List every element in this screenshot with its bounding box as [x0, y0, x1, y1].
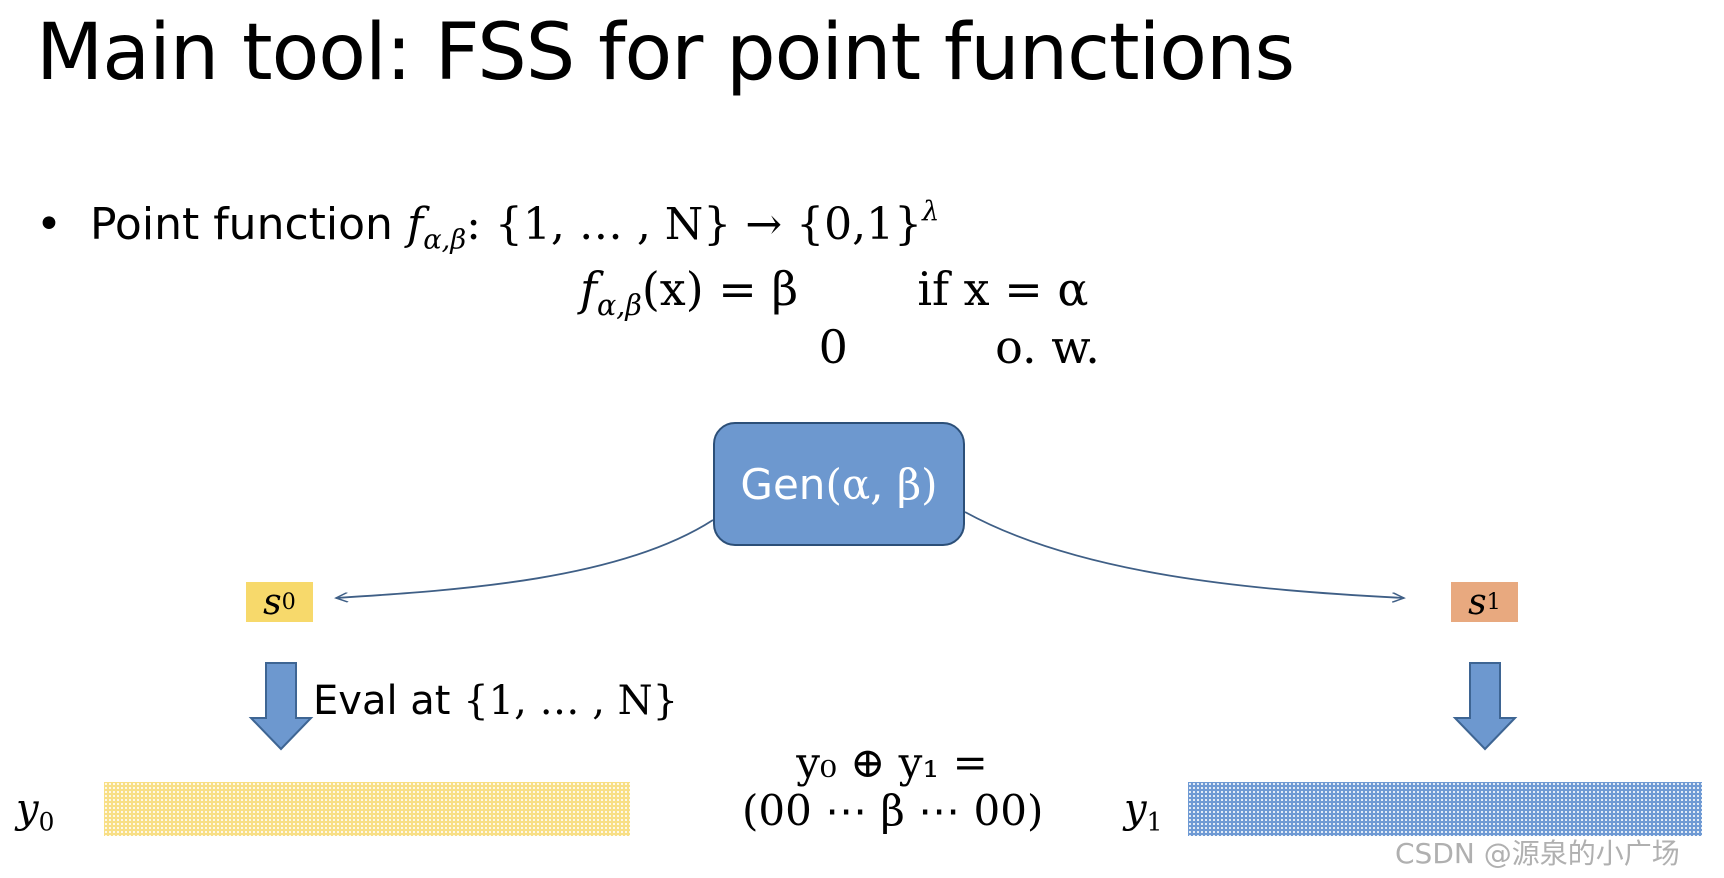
definition-line-1: fα,β(x) = β if x = α [580, 262, 1088, 322]
xor-equation: y₀ ⊕ y₁ = [796, 738, 988, 787]
xor-result: (00 ⋯ β ⋯ 00) [742, 786, 1044, 835]
bullet-marker: • [36, 199, 62, 251]
output-y1-subscript: 1 [1146, 807, 1163, 837]
slide-title: Main tool: FSS for point functions [36, 8, 1295, 98]
definition-condition-otherwise: o. w. [995, 320, 1100, 374]
eval-text: Eval at [313, 678, 451, 724]
signature-exponent: λ [922, 196, 940, 227]
output-y1-bar [1188, 782, 1702, 836]
output-y0-symbol: y [16, 786, 39, 832]
definition-lhs: f [580, 262, 598, 316]
function-subscript: α,β [423, 224, 467, 256]
gen-args: (α, β) [825, 459, 938, 509]
output-y0-subscript: 0 [38, 807, 55, 837]
definition-value-otherwise: 0 [818, 320, 848, 374]
share-s1-subscript: 1 [1486, 589, 1501, 615]
bullet-point-function: • Point function fα,β: {1, … , N} → {0,1}… [36, 196, 939, 256]
down-arrow-right [1452, 662, 1518, 751]
output-y1-symbol: y [1124, 786, 1147, 832]
connector-gen-to-s0 [336, 519, 714, 598]
eval-label: Eval at {1, … , N} [313, 678, 678, 724]
watermark: CSDN @源泉的小广场 [1395, 837, 1680, 870]
down-arrow-left [248, 662, 314, 751]
output-y1-label: y1 [1124, 786, 1162, 837]
share-s1-symbol: s [1468, 581, 1487, 623]
share-s0-symbol: s [263, 581, 282, 623]
share-s0-subscript: 0 [281, 589, 296, 615]
output-y0-label: y0 [16, 786, 54, 837]
function-signature: : {1, … , N} → {0,1} [466, 199, 923, 251]
eval-domain: {1, … , N} [463, 678, 679, 724]
definition-line-2: 0 o. w. [580, 320, 1100, 374]
definition-condition-1: if x = α [917, 262, 1089, 316]
function-symbol: f [406, 199, 424, 251]
definition-lhs-rest: (x) = β [641, 262, 799, 316]
gen-box: Gen(α, β) [713, 422, 965, 546]
bullet-text: Point function [89, 199, 393, 251]
gen-label: Gen [740, 459, 826, 509]
definition-lhs-subscript: α,β [597, 288, 642, 322]
output-y0-bar [104, 782, 630, 836]
connector-gen-to-s1 [964, 511, 1404, 598]
